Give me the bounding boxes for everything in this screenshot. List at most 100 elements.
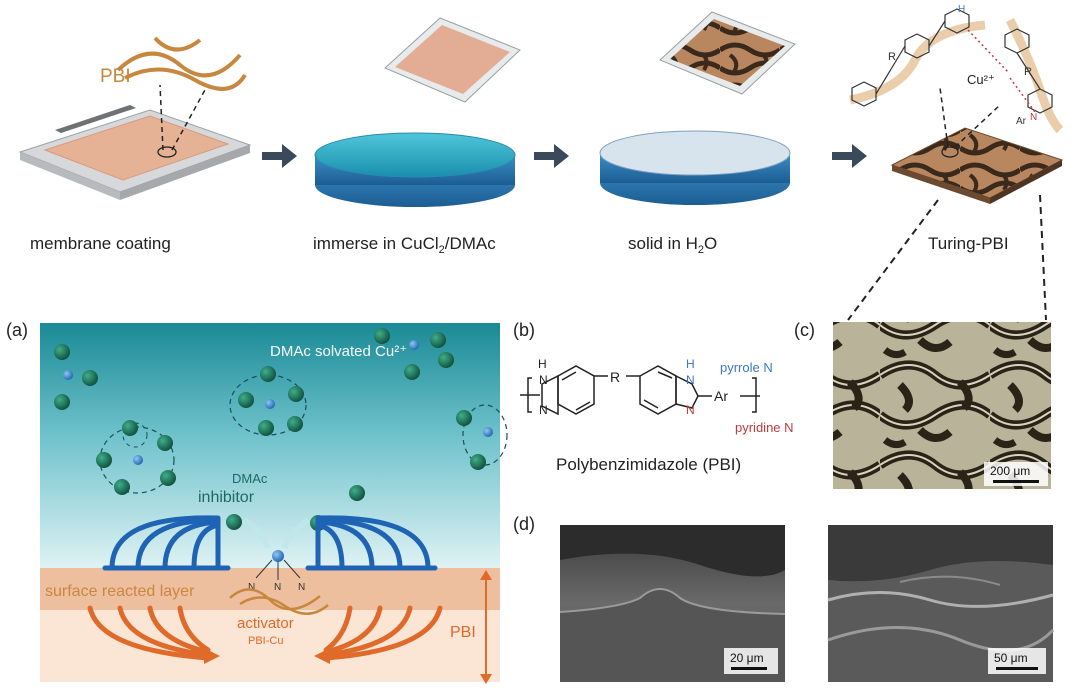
inhibitor-arcs-right	[305, 515, 438, 571]
scale-bar-label: 200 μm	[990, 464, 1030, 478]
pyridine-n: N	[1030, 112, 1037, 123]
cu-complex-bonds	[255, 559, 301, 580]
solvated-cluster	[374, 328, 454, 380]
dish-solution	[314, 132, 516, 178]
surface-layer	[40, 568, 500, 610]
doctor-blade	[55, 105, 136, 133]
solvated-cluster	[229, 366, 307, 436]
ar-group: Ar	[714, 388, 728, 404]
step-label: Turing-PBI	[928, 234, 1009, 253]
pbi-layer-label: PBI	[450, 624, 476, 641]
ar-group-label: Ar	[1016, 116, 1027, 127]
pbi-thickness-arrowhead	[480, 674, 492, 684]
zoom-line-to-c	[847, 199, 939, 321]
diffusion-glow	[281, 517, 310, 550]
plate-film	[395, 25, 510, 94]
n-atom: N	[298, 582, 305, 593]
n-atom: N	[539, 403, 548, 417]
panel-a: (a) DMAc solvated Cu²⁺	[6, 320, 508, 684]
h-atom-pyrrole: H	[686, 357, 695, 371]
pbi-thickness-arrowhead	[480, 570, 492, 580]
diffusion-glow	[242, 517, 271, 550]
n-atom: N	[274, 582, 281, 593]
dmac-molecule	[349, 485, 365, 501]
cu-ion	[272, 550, 284, 562]
cu-label: Cu²⁺	[967, 72, 995, 87]
solvated-cluster	[54, 344, 98, 410]
solvated-cu-label: DMAc solvated Cu²⁺	[270, 343, 407, 360]
r-group-label: R	[888, 51, 896, 63]
turing-membrane-front	[990, 160, 1062, 204]
panel-tag-b: (b)	[513, 320, 535, 340]
coordination-line	[1009, 77, 1036, 113]
sem-bg	[828, 525, 1053, 582]
zoom-circle	[157, 146, 177, 158]
scale-bar	[993, 480, 1039, 483]
surface-layer-label: surface reacted layer	[45, 583, 195, 600]
zoom-line	[954, 104, 1001, 148]
step-label: immerse in CuCl2/DMAc	[313, 234, 496, 256]
n-atom: N	[248, 582, 255, 593]
n-atom-pyridine: N	[686, 403, 695, 417]
solvated-cluster	[456, 404, 508, 470]
zoom-line	[171, 89, 206, 151]
activator-label: activator	[237, 615, 294, 632]
zoom-circle	[941, 146, 959, 158]
benzimidazole-sketch	[851, 8, 1053, 114]
sem-ridge-edge	[559, 588, 786, 615]
pbi-label: PBI	[100, 66, 131, 87]
panel-c: (c) 200 μm	[794, 320, 1051, 489]
h-atom: H	[538, 357, 547, 371]
sem-bg	[560, 525, 785, 577]
process-arrow	[534, 144, 569, 168]
zoom-line	[939, 87, 949, 148]
pbi-strand	[153, 36, 202, 52]
step-turing-pbi: R R Ar H N Cu²⁺ Turing-PBI	[849, 4, 1064, 253]
turing-membrane-side	[892, 165, 990, 204]
structure-caption: Polybenzimidazole (PBI)	[556, 455, 741, 474]
pyridine-n-label: pyridine N	[735, 420, 794, 435]
panel-d: (d) 20 μm 50 μm	[513, 514, 1055, 682]
step-solidify: solid in H2O	[599, 11, 796, 256]
turing-membrane	[890, 127, 1064, 199]
polymer-backbone	[849, 20, 986, 105]
activator-sub-label: PBI-Cu	[248, 635, 283, 647]
pbi-bulk-layer	[40, 610, 500, 682]
step-membrane-coating: PBI membrane coating	[18, 36, 252, 253]
pyrrole-n-label: pyrrole N	[720, 360, 773, 375]
coating-tray-front	[120, 145, 250, 200]
coordination-line	[967, 29, 1009, 73]
process-arrow	[262, 144, 297, 168]
inhibitor-label: inhibitor	[198, 489, 255, 506]
panel-tag-d: (d)	[513, 514, 535, 534]
plate-turing-film	[670, 19, 785, 86]
scale-bar	[731, 667, 767, 670]
r-group-label: R	[1024, 66, 1032, 78]
n-atom: N	[539, 373, 548, 387]
polymer-backbone	[1005, 17, 1064, 134]
zoom-line-to-c	[1039, 194, 1047, 321]
step-immerse: immerse in CuCl2/DMAc	[313, 17, 521, 256]
dish-water	[599, 130, 791, 176]
activator-arcs-left	[87, 605, 211, 661]
scale-bar-label: 50 μm	[994, 651, 1028, 665]
solution-region	[40, 323, 500, 573]
inhibitor-dmac-label: DMAc	[232, 471, 268, 486]
process-arrow	[832, 144, 867, 168]
solvated-cluster	[96, 420, 176, 495]
panel-b: (b) H N N R H	[513, 320, 794, 474]
zoom-line	[159, 84, 164, 151]
panel-tag-a: (a)	[6, 320, 28, 340]
coating-tray-side	[20, 152, 120, 200]
activator-arcs-right	[323, 605, 443, 661]
step-label: solid in H2O	[628, 234, 717, 256]
dmac-molecule	[226, 514, 242, 530]
optical-micrograph	[833, 322, 1051, 489]
sem-ridge-edge	[899, 575, 1001, 586]
activator-arrowhead	[314, 648, 330, 664]
sem-ridge-edge	[827, 591, 1054, 608]
scale-bar-label: 20 μm	[730, 651, 764, 665]
inhibitor-arcs-left	[102, 515, 231, 571]
activator-arrowhead	[204, 648, 220, 664]
